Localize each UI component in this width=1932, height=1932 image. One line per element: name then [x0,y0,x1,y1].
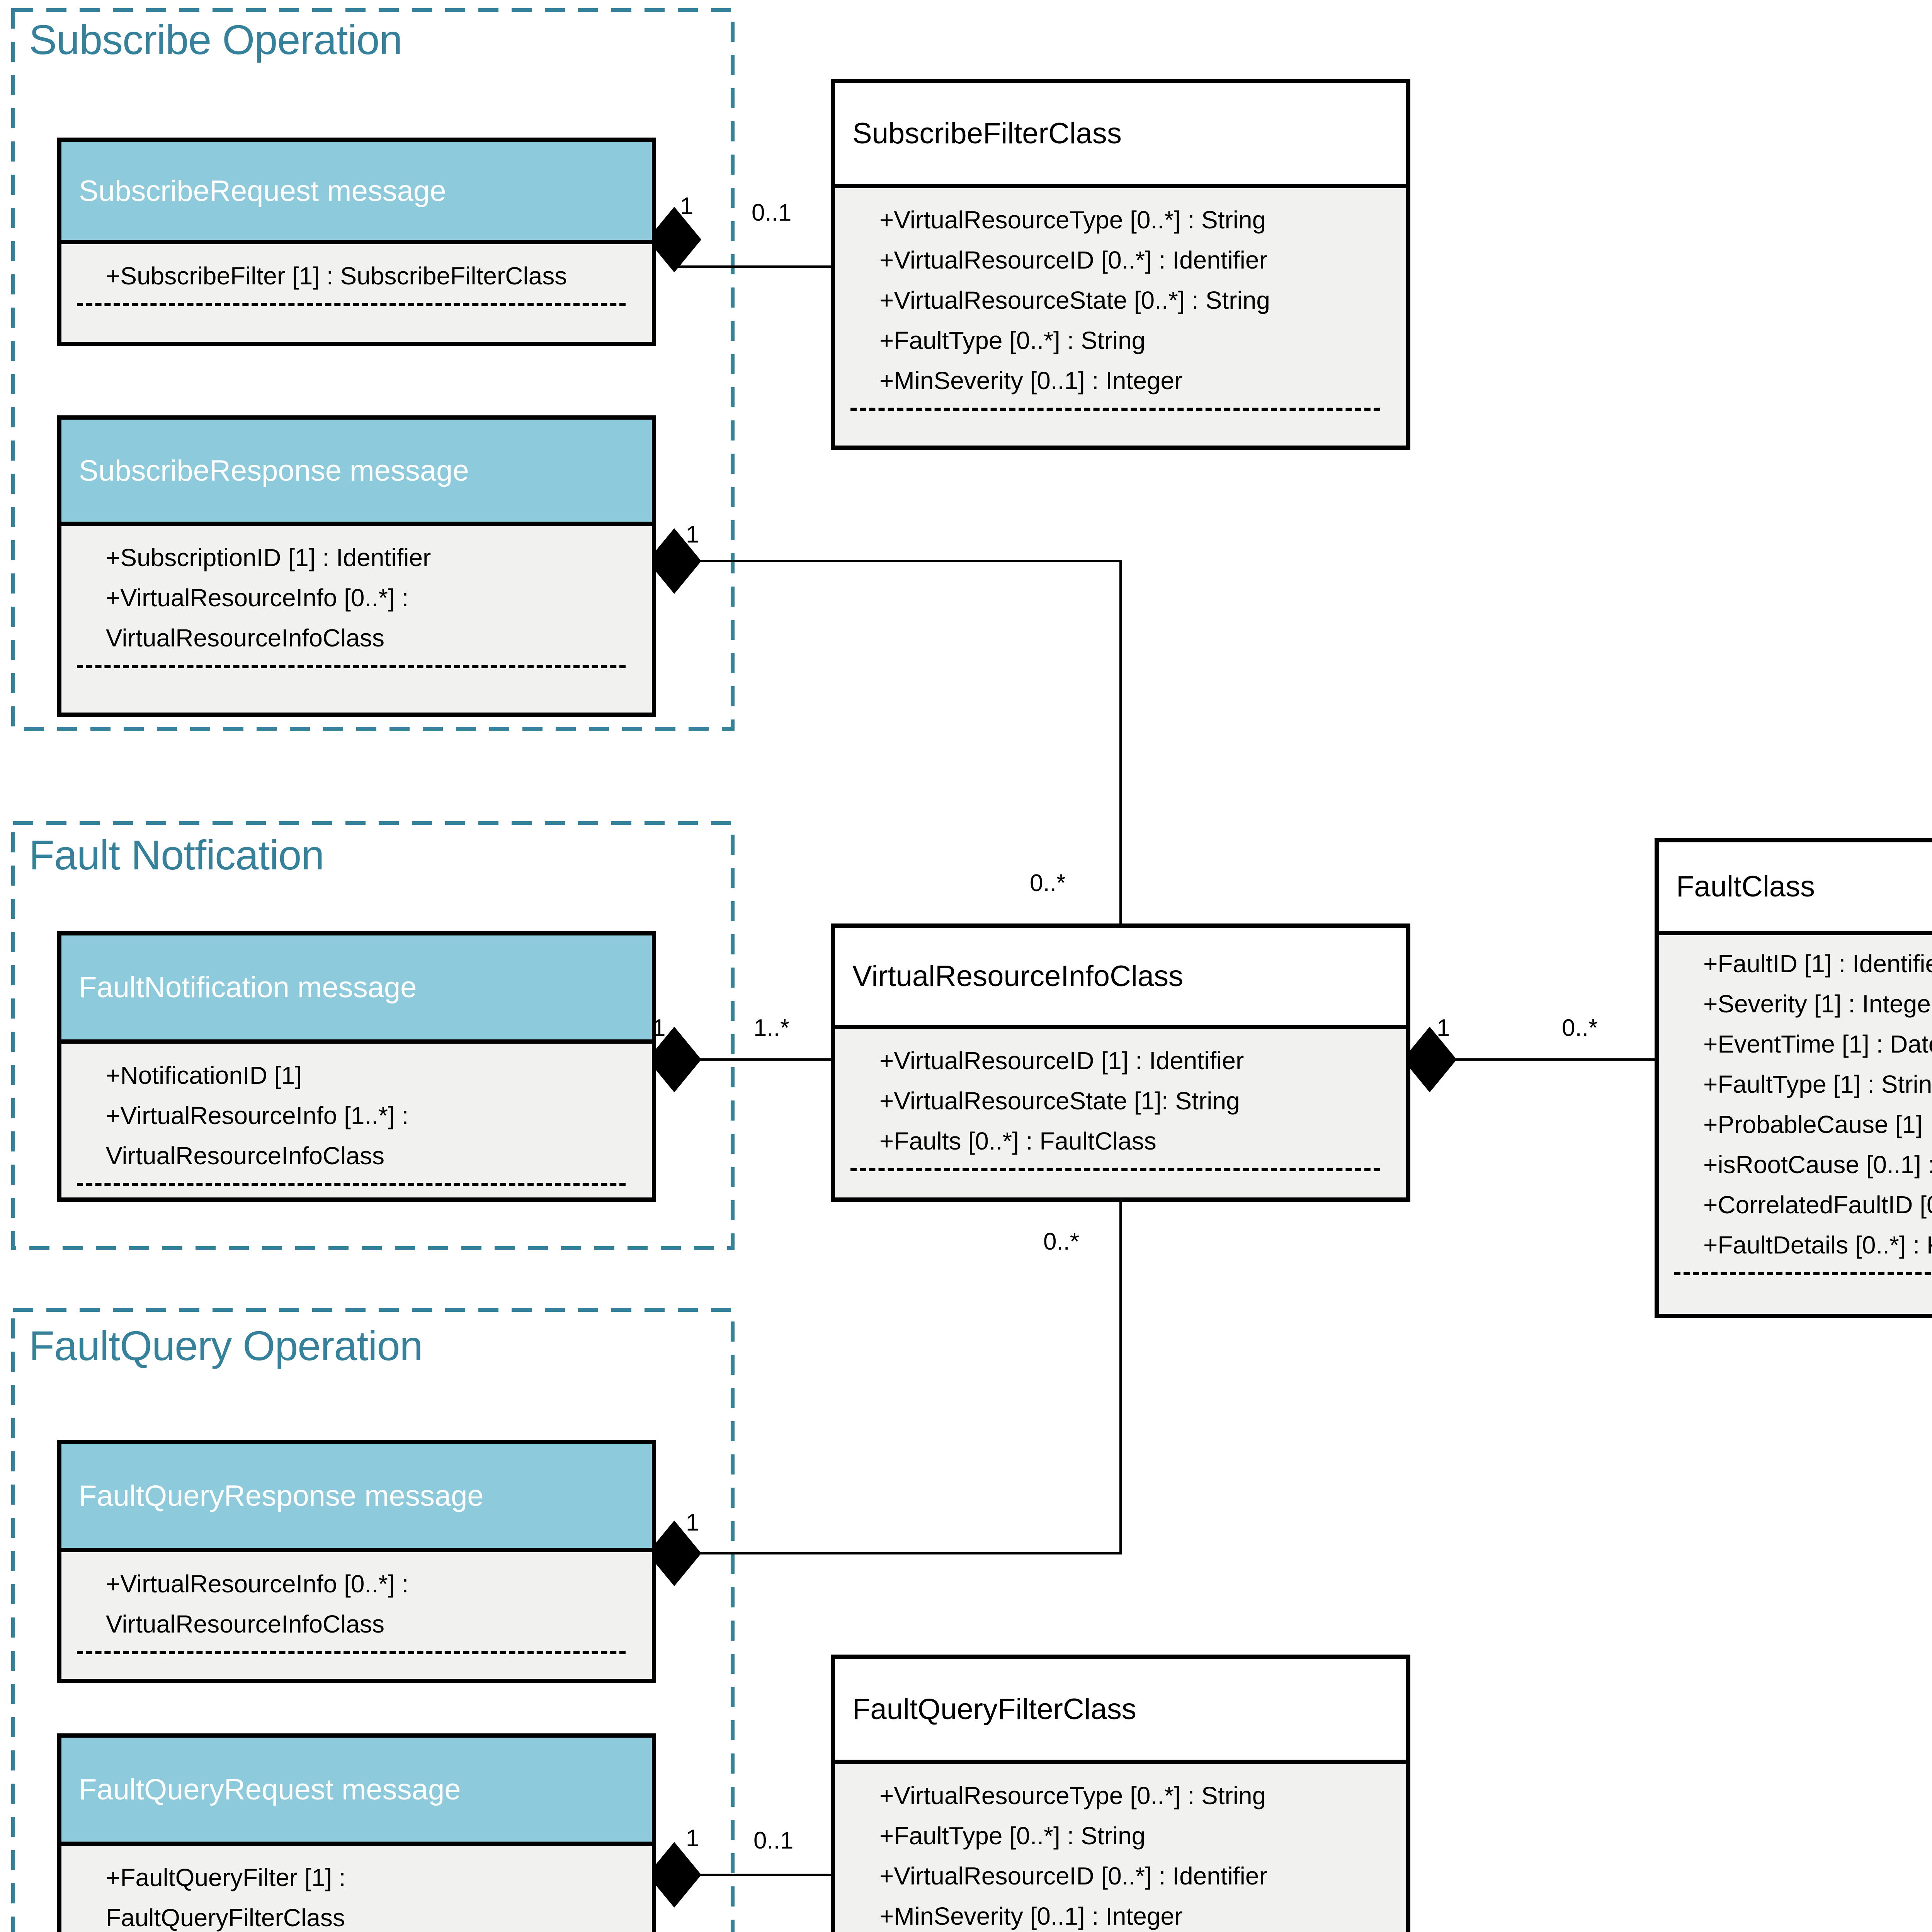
multiplicity-label: 1 [680,193,694,219]
multiplicity-label: 1..* [753,1015,790,1041]
section-title-fault-notification: Fault Notfication [29,832,324,878]
class-attribute: +isRootCause [0..1] : Boolean [1703,1151,1932,1179]
multiplicity-label: 1 [1437,1015,1450,1041]
operations-separator [77,1651,626,1654]
class-box-fault-class: FaultClass +FaultID [1] : Identifier +Se… [1655,838,1932,1318]
class-attribute: +VirtualResourceType [0..*] : String [879,1782,1266,1810]
class-attributes: +SubscribeFilter [1] : SubscribeFilterCl… [61,244,652,306]
class-attribute: FaultQueryFilterClass [106,1904,345,1932]
class-attribute: +VirtualResourceID [0..*] : Identifier [879,246,1267,274]
multiplicity-label: 0..1 [752,199,792,226]
section-title-faultquery-operation: FaultQuery Operation [29,1322,423,1369]
class-attribute: VirtualResourceInfoClass [106,1142,384,1170]
operations-separator [850,408,1380,411]
class-attribute: +VirtualResourceInfo [0..*] : [106,1570,409,1598]
class-attribute: +VirtualResourceID [0..*] : Identifier [879,1862,1267,1890]
class-attributes: +VirtualResourceType [0..*] : String +Fa… [835,1764,1406,1932]
class-title: FaultNotification message [61,935,652,1044]
class-attribute: +Severity [1] : Integer [1703,990,1932,1018]
class-attribute: +VirtualResourceInfo [1..*] : [106,1102,409,1129]
class-box-subscribe-filter-class: SubscribeFilterClass +VirtualResourceTyp… [831,79,1410,450]
class-attribute: +VirtualResourceID [1] : Identifier [879,1047,1244,1075]
class-title: VirtualResourceInfoClass [835,928,1406,1029]
class-attribute: +VirtualResourceState [1]: String [879,1087,1240,1115]
class-attribute: VirtualResourceInfoClass [106,624,384,652]
multiplicity-label: 0..* [1043,1228,1080,1255]
class-attribute: +FaultType [0..*] : String [879,1822,1146,1850]
class-box-fault-query-response-message: FaultQueryResponse message +VirtualResou… [57,1440,656,1683]
class-attribute: +ProbableCause [1] [1703,1111,1923,1138]
operations-separator [77,1183,626,1186]
class-attribute: +EventTime [1] : Datetime [1703,1030,1932,1058]
multiplicity-label: 1 [686,1825,699,1852]
class-attribute: +VirtualResourceInfo [0..*] : [106,584,409,612]
class-attributes: +FaultQueryFilter [1] : FaultQueryFilter… [61,1846,652,1932]
class-title: FaultQueryFilterClass [835,1659,1406,1764]
class-title: SubscribeFilterClass [835,83,1406,188]
class-box-virtual-resource-info-class: VirtualResourceInfoClass +VirtualResourc… [831,923,1410,1202]
class-attribute: +MinSeverity [0..1] : Integer [879,1902,1183,1930]
class-attribute: +SubscriptionID [1] : Identifier [106,544,431,571]
class-title: SubscribeRequest message [61,142,652,244]
operations-separator [77,303,626,306]
class-box-fault-query-request-message: FaultQueryRequest message +FaultQueryFil… [57,1733,656,1932]
class-attribute: VirtualResourceInfoClass [106,1610,384,1638]
multiplicity-label: 0..* [1030,870,1066,896]
class-attribute: +FaultType [1] : String [1703,1070,1932,1098]
multiplicity-label: 1 [686,1509,699,1536]
section-title-subscribe-operation: Subscribe Operation [29,16,403,63]
multiplicity-label: 0..1 [753,1827,794,1854]
class-attributes: +SubscriptionID [1] : Identifier +Virtua… [61,526,652,668]
class-attributes: +FaultID [1] : Identifier +Severity [1] … [1659,935,1932,1275]
class-attributes: +VirtualResourceInfo [0..*] : VirtualRes… [61,1552,652,1654]
class-attribute: +NotificationID [1] [106,1061,302,1089]
class-box-fault-query-filter-class: FaultQueryFilterClass +VirtualResourceTy… [831,1655,1410,1932]
class-attribute: +FaultQueryFilter [1] : [106,1864,346,1891]
operations-separator [850,1168,1380,1171]
class-title: FaultQueryResponse message [61,1444,652,1552]
class-attributes: +NotificationID [1] +VirtualResourceInfo… [61,1044,652,1186]
class-title: FaultQueryRequest message [61,1738,652,1846]
class-attributes: +VirtualResourceType [0..*] : String +Vi… [835,188,1406,411]
class-box-subscribe-request-message: SubscribeRequest message +SubscribeFilte… [57,138,656,346]
multiplicity-label: 0..* [1562,1015,1598,1041]
class-attribute: +VirtualResourceType [0..*] : String [879,206,1266,234]
class-attributes: +VirtualResourceID [1] : Identifier +Vir… [835,1029,1406,1171]
multiplicity-label: 1 [652,1015,666,1041]
class-title: SubscribeResponse message [61,420,652,526]
class-attribute: +VirtualResourceState [0..*] : String [879,286,1270,314]
operations-separator [77,665,626,668]
connector-subscriberequest-subscribefilterclass [673,240,831,268]
class-attribute: +FaultType [0..*] : String [879,327,1146,354]
class-attribute: +Faults [0..*] : FaultClass [879,1127,1156,1155]
class-attribute: +FaultID [1] : Identifier [1703,950,1932,978]
multiplicity-label: 1 [686,521,699,548]
class-box-fault-notification-message: FaultNotification message +NotificationI… [57,931,656,1202]
class-title: FaultClass [1659,842,1932,935]
class-box-subscribe-response-message: SubscribeResponse message +SubscriptionI… [57,415,656,717]
operations-separator [1674,1272,1932,1275]
class-attribute: +MinSeverity [0..1] : Integer [879,367,1183,395]
class-attribute: +CorrelatedFaultID [0..*] : Identifier [1703,1191,1932,1219]
class-attribute: +SubscribeFilter [1] : SubscribeFilterCl… [106,262,567,290]
class-attribute: +FaultDetails [0..*] : Key-Value pairs [1703,1231,1932,1259]
